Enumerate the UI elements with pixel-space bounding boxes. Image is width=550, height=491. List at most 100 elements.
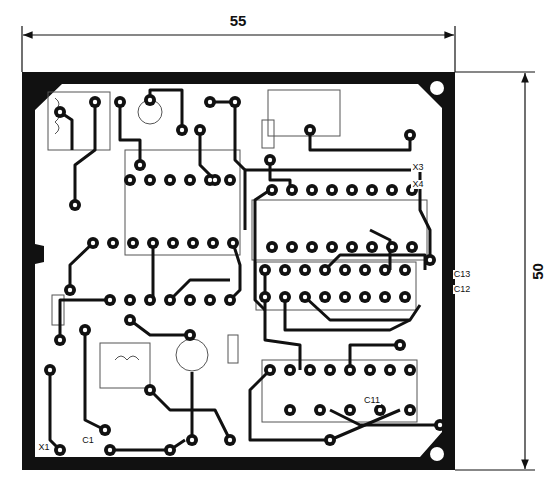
drill-hole [318,408,322,412]
extension-line [455,71,535,72]
solder-pad [306,241,318,253]
drill-hole [228,178,232,182]
solder-pad [344,364,356,376]
solder-pad [384,364,396,376]
part-label: C13 [453,270,472,279]
drill-hole [288,408,292,412]
solder-pad [114,96,126,108]
drill-hole [390,245,394,249]
drill-hole [188,333,192,337]
solder-pad [324,434,336,446]
solder-pad [104,294,116,306]
drill-hole [408,368,412,372]
solder-pad [224,294,236,306]
mounting-hole [430,81,444,95]
drill-hole [208,100,212,104]
drill-hole [228,438,232,442]
solder-pad [134,159,146,171]
solder-pad [359,291,371,303]
solder-pad [259,264,271,276]
solder-pad [394,339,406,351]
solder-pad [319,264,331,276]
drill-hole [68,288,72,292]
copper-trace [60,300,110,340]
drill-hole [348,408,352,412]
drill-hole [103,428,107,432]
solder-pad [176,124,188,136]
solder-pad [144,384,156,396]
copper-trace [150,90,182,130]
solder-pad [144,174,156,186]
drill-hole [323,295,327,299]
component-outline [228,335,238,363]
copper-trace [120,102,140,165]
solder-pad [144,294,156,306]
solder-pad [326,184,338,196]
solder-pad [314,404,326,416]
solder-pad [339,264,351,276]
drill-hole [310,188,314,192]
drill-hole [270,245,274,249]
part-label: X3 [411,163,424,172]
copper-trace [75,102,95,205]
copper-trace [265,270,300,370]
solder-pad [319,291,331,303]
transistor-outline [176,339,208,371]
part-label: C12 [453,285,472,294]
drill-hole [308,368,312,372]
copper-trace [152,243,155,300]
copper-trace [230,243,240,300]
solder-pad [299,291,311,303]
drill-hole [383,268,387,272]
solder-pad [207,237,219,249]
drill-hole [330,188,334,192]
drill-hole [408,408,412,412]
solder-pad [69,199,81,211]
drill-hole [111,241,115,245]
drill-hole [303,268,307,272]
drill-hole [328,438,332,442]
drill-hole [131,241,135,245]
copper-trace [310,130,410,150]
extension-line [455,469,535,470]
drill-hole [48,368,52,372]
solder-pad [127,237,139,249]
drill-hole [438,423,442,427]
drill-hole [138,163,142,167]
solder-pad [224,174,236,186]
solder-pad [366,184,378,196]
circuit-board [22,72,455,470]
drill-hole [208,178,212,182]
drill-hole [403,295,407,299]
drill-hole [368,368,372,372]
solder-pads [44,94,446,456]
drill-hole [350,188,354,192]
solder-pad [104,444,116,456]
drill-hole [168,448,172,452]
component-outline [262,120,274,148]
drill-hole [151,241,155,245]
solder-pad [364,364,376,376]
extension-line [21,26,22,72]
copper-trace [170,280,230,300]
mounting-hole [430,447,444,461]
solder-pad [147,237,159,249]
drill-hole [363,295,367,299]
solder-pad [346,184,358,196]
drill-hole [148,388,152,392]
solder-pad [379,264,391,276]
solder-pad [386,184,398,196]
solder-pad [187,237,199,249]
drill-hole [213,178,217,182]
drill-hole [403,268,407,272]
solder-pad [107,237,119,249]
solder-pad [89,96,101,108]
solder-pad [124,294,136,306]
drill-hole [388,368,392,372]
solder-pad [227,237,239,249]
solder-pad [266,241,278,253]
solder-pad [54,444,66,456]
copper-trace [210,102,245,230]
drill-hole [108,448,112,452]
drill-hole [148,298,152,302]
